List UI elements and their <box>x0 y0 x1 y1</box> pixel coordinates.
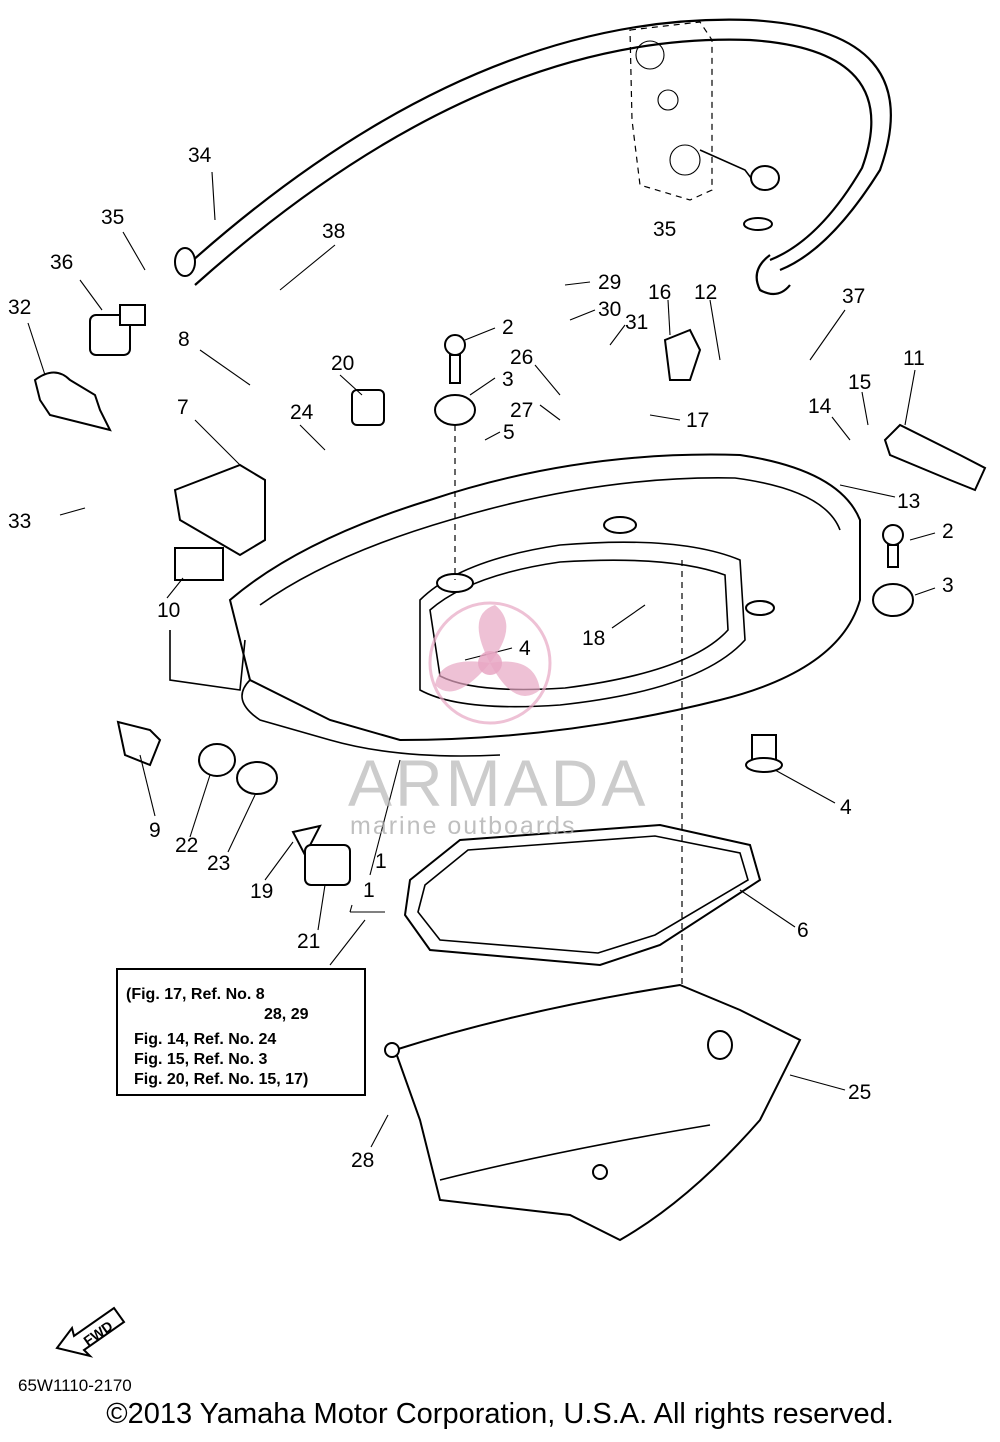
label-10: 10 <box>157 599 180 622</box>
copyright-notice: ©2013 Yamaha Motor Corporation, U.S.A. A… <box>106 1398 894 1430</box>
engine-bracket <box>629 21 780 231</box>
label-33: 33 <box>8 510 31 533</box>
label-21: 21 <box>297 930 320 953</box>
bracket-32 <box>33 371 112 432</box>
label-35-right: 35 <box>653 218 676 241</box>
label-13: 13 <box>897 490 920 513</box>
plug-22 <box>198 743 236 777</box>
reference-line-5: Fig. 20, Ref. No. 15, 17) <box>134 1071 309 1088</box>
label-2-right: 2 <box>942 520 954 543</box>
label-7: 7 <box>177 396 189 419</box>
clip-9 <box>116 720 162 767</box>
bolt-2-right <box>882 524 904 568</box>
label-31: 31 <box>625 311 648 334</box>
label-26: 26 <box>510 346 533 369</box>
reference-box: (Fig. 17, Ref. No. 8 28, 29 Fig. 14, Ref… <box>116 968 366 1096</box>
grommet-20 <box>351 389 385 426</box>
label-34: 34 <box>188 144 212 167</box>
label-22: 22 <box>175 834 198 857</box>
plug-23 <box>236 761 278 795</box>
grommet-3-left <box>434 394 476 426</box>
label-15: 15 <box>848 371 871 394</box>
label-6: 6 <box>797 919 809 942</box>
label-29: 29 <box>598 271 621 294</box>
fitting-36 <box>89 304 146 356</box>
label-35-left: 35 <box>101 206 124 229</box>
gasket-6 <box>403 823 762 967</box>
diagram-code: 65W1110-2170 <box>18 1376 132 1395</box>
label-16: 16 <box>648 281 671 304</box>
label-9: 9 <box>149 819 161 842</box>
watermark-tagline: marine outboards <box>350 812 577 840</box>
label-24: 24 <box>290 401 314 424</box>
cover-25 <box>384 983 802 1242</box>
label-18: 18 <box>582 627 605 650</box>
label-28: 28 <box>351 1149 374 1172</box>
label-20: 20 <box>331 352 354 375</box>
reference-line-4: Fig. 15, Ref. No. 3 <box>134 1051 268 1068</box>
label-8: 8 <box>178 328 190 351</box>
plate-7 <box>173 463 266 557</box>
watermark-name: ARMADA <box>348 746 649 820</box>
reference-line-3: Fig. 14, Ref. No. 24 <box>134 1031 277 1048</box>
bolt-2-left <box>444 334 466 384</box>
label-38: 38 <box>322 220 345 243</box>
reference-line-2: 28, 29 <box>264 1006 309 1023</box>
label-30: 30 <box>598 298 621 321</box>
label-4-middle: 4 <box>519 637 531 660</box>
label-4-right: 4 <box>840 796 852 819</box>
reference-line-1: (Fig. 17, Ref. No. 8 <box>126 986 265 1003</box>
label-1-a: 1 <box>375 850 387 873</box>
label-5: 5 <box>503 421 515 444</box>
fwd-arrow-icon: FWD <box>55 1306 126 1358</box>
grommet-10 <box>174 547 224 581</box>
collar-4 <box>745 734 783 773</box>
label-32: 32 <box>8 296 31 319</box>
hook-16 <box>663 328 702 381</box>
lever-11 <box>883 423 987 492</box>
watermark-propeller-icon <box>428 601 552 725</box>
label-11: 11 <box>903 347 925 370</box>
label-3-right: 3 <box>942 574 954 597</box>
label-3-top: 3 <box>502 368 514 391</box>
grommet-19 <box>291 824 322 858</box>
label-1-b: 1 <box>363 879 375 902</box>
label-36: 36 <box>50 251 73 274</box>
hose-34 <box>174 18 892 296</box>
grommet-3-right <box>872 583 914 617</box>
label-17: 17 <box>686 409 709 432</box>
label-19: 19 <box>250 880 273 903</box>
label-37: 37 <box>842 285 865 308</box>
label-2-top: 2 <box>502 316 514 339</box>
grommet-21 <box>304 844 351 886</box>
label-12: 12 <box>694 281 717 304</box>
label-27: 27 <box>510 399 533 422</box>
label-14: 14 <box>808 395 832 418</box>
label-23: 23 <box>207 852 230 875</box>
label-25: 25 <box>848 1081 871 1104</box>
